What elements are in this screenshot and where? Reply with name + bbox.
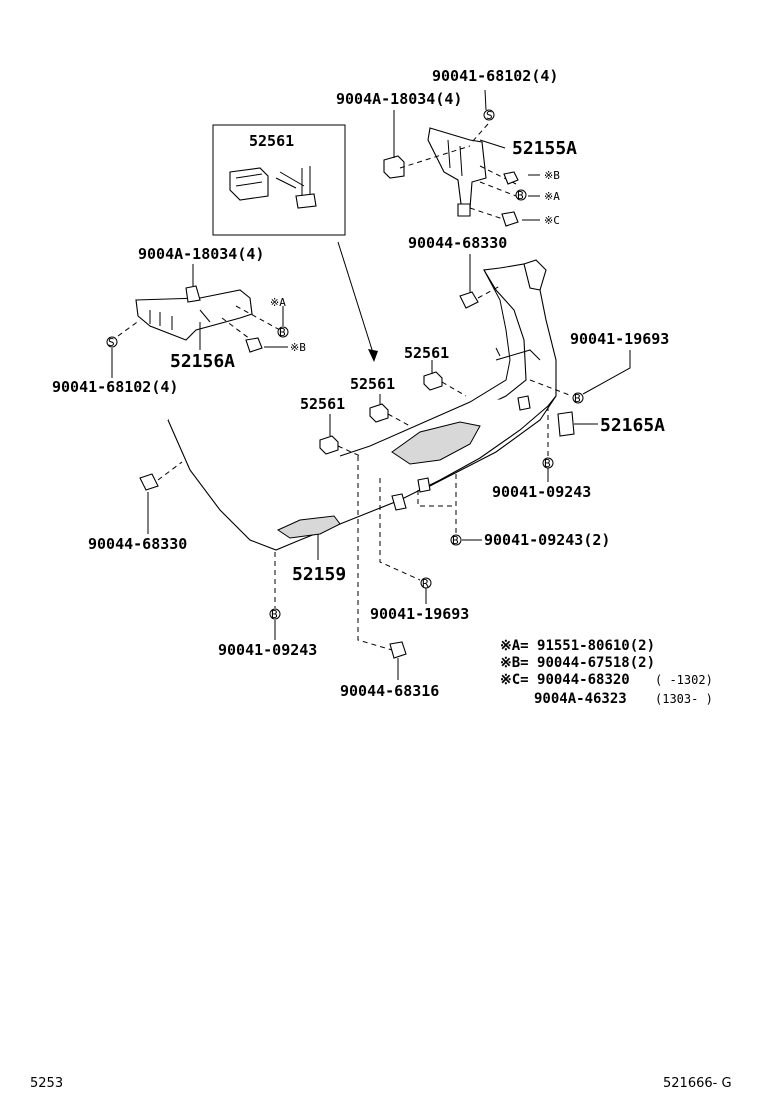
label-52156A: 52156A xyxy=(170,351,235,372)
label-90041-19693-bottom: 90041-19693 xyxy=(370,605,469,623)
label-90041-09243-right: 90041-09243 xyxy=(492,483,591,501)
legend-b: ※B= 90044-67518(2) xyxy=(500,655,655,671)
marker-star-a-top: ※A xyxy=(544,190,560,203)
marker-b-right-mid: B xyxy=(544,457,551,470)
legend-d-range: (1303- ) xyxy=(655,692,713,706)
clip-52561-c-icon xyxy=(319,435,339,455)
label-90041-09243-2: 90041-09243(2) xyxy=(484,531,610,549)
label-90041-09243-bottom: 90041-09243 xyxy=(218,641,317,659)
inset-arrow xyxy=(337,241,378,362)
label-52561-c: 52561 xyxy=(300,395,345,413)
marker-star-a-left: ※A xyxy=(270,296,286,309)
legend-d-part: 9004A-46323 xyxy=(534,691,627,707)
label-90041-19693-right: 90041-19693 xyxy=(570,330,669,348)
marker-b-bottom: B xyxy=(271,608,278,621)
legend-a: ※A= 91551-80610(2) xyxy=(500,638,655,654)
marker-b-left: B xyxy=(279,326,286,339)
marker-star-b-top: ※B xyxy=(544,169,560,182)
footer-right: 521666- G xyxy=(663,1076,732,1091)
marker-star-c-top: ※C xyxy=(544,214,560,227)
marker-b-mid: B xyxy=(452,534,459,547)
label-52165A: 52165A xyxy=(600,415,665,436)
bumper-cover-52159-icon xyxy=(167,259,557,551)
marker-b-top: B xyxy=(517,189,524,202)
footer-left: 5253 xyxy=(30,1076,63,1091)
marker-s-left: S xyxy=(108,336,115,349)
fastener-90044-68330-top-icon xyxy=(459,291,479,309)
label-90044-68330-top: 90044-68330 xyxy=(408,234,507,252)
label-52561-a: 52561 xyxy=(404,344,449,362)
legend-c-part: ※C= 90044-68320 xyxy=(500,672,630,688)
legend-c-range: ( -1302) xyxy=(655,673,713,687)
marker-b-right-top: B xyxy=(574,392,581,405)
clip-52561-inset-icon xyxy=(229,166,317,209)
bracket-52156A-icon xyxy=(135,285,253,341)
retainer-9004A-18034-top-icon xyxy=(383,110,405,179)
screw-top-c-icon xyxy=(501,211,519,227)
bracket-52155A-icon xyxy=(427,127,487,217)
label-52561-inset: 52561 xyxy=(249,132,294,150)
label-90044-68330-left: 90044-68330 xyxy=(88,535,187,553)
cap-52165A-icon xyxy=(557,411,575,437)
label-52159: 52159 xyxy=(292,564,346,585)
label-90041-68102-left: 90041-68102(4) xyxy=(52,378,178,396)
inset-box xyxy=(212,124,346,236)
clip-52561-a-icon xyxy=(423,371,443,391)
label-90044-68316: 90044-68316 xyxy=(340,682,439,700)
label-90041-68102-top: 90041-68102(4) xyxy=(432,67,558,85)
marker-star-b-left: ※B xyxy=(290,341,306,354)
fastener-90044-68316-icon xyxy=(389,641,407,659)
label-52561-b: 52561 xyxy=(350,375,395,393)
screw-top-a-icon xyxy=(503,171,519,185)
marker-r-bottom: R xyxy=(422,577,429,590)
screw-left-b-icon xyxy=(245,337,263,353)
marker-s-top: S xyxy=(486,109,493,122)
label-9004A-18034-left: 9004A-18034(4) xyxy=(138,245,264,263)
label-52155A: 52155A xyxy=(512,138,577,159)
clip-52561-b-icon xyxy=(369,403,389,423)
label-9004A-18034-top: 9004A-18034(4) xyxy=(336,90,462,108)
fastener-90044-68330-left-icon xyxy=(139,473,159,491)
